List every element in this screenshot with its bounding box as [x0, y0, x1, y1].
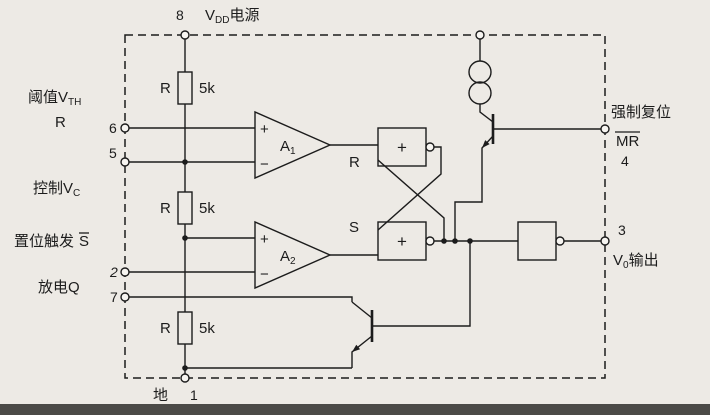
wire-cs-collector: [479, 104, 494, 123]
pin1-terminal: [180, 373, 190, 383]
resistor-r3-name: R: [160, 320, 171, 337]
a2-name: A2: [280, 248, 296, 267]
resistor-r1-value: 5k: [199, 80, 215, 97]
output-inverter-bubble: [555, 236, 565, 246]
current-source-bottom-circle: [468, 81, 492, 105]
ff-s-input-label: S: [349, 219, 359, 236]
wire-discharge: [129, 296, 353, 302]
pin1-number: 1: [190, 387, 198, 403]
ground-label: 地: [153, 387, 168, 404]
pin8-terminal: [180, 30, 190, 40]
wire-reset-emitter: [454, 135, 494, 241]
trigger-label: 置位触发: [14, 233, 74, 250]
scan-edge: [0, 404, 710, 415]
pin2-number: 2: [109, 264, 118, 280]
resistor-r1: [177, 71, 193, 105]
pin5-terminal: [120, 157, 130, 167]
a1-minus-sign: −: [260, 156, 269, 173]
ff-gate-r-symbol: +: [397, 138, 407, 157]
threshold-label: 阈值VTH: [28, 89, 81, 108]
resistor-r1-name: R: [160, 80, 171, 97]
reset-transistor-emitter-arrow: [482, 140, 490, 148]
pin6-number: 6: [109, 120, 117, 136]
comparator-a2: [254, 220, 332, 290]
wire-cross-2: [377, 159, 445, 241]
wires: [129, 39, 601, 374]
ic-package-outline: [124, 34, 606, 379]
wire-q2-emitter: [351, 335, 373, 368]
wire-cross-1: [377, 146, 442, 231]
resistor-r2-name: R: [160, 200, 171, 217]
a1-name: A1: [280, 138, 296, 157]
vdd-label: VDD电源: [205, 7, 259, 26]
pin2-terminal: [120, 267, 130, 277]
output-label: V0输出: [613, 252, 659, 271]
discharge-label: 放电Q: [38, 279, 80, 296]
ff-gate-s-bubble: [425, 236, 435, 246]
a2-plus-sign: +: [260, 231, 269, 248]
threshold-r-label: R: [55, 114, 66, 131]
junction-dots: [182, 159, 473, 371]
pin8-number: 8: [176, 7, 184, 23]
reset-mr-label: MR: [616, 133, 639, 150]
discharge-transistor-emitter-arrow: [352, 344, 361, 352]
vdd-internal-terminal: [475, 30, 485, 40]
resistor-r3: [177, 311, 193, 345]
resistor-r2: [177, 191, 193, 225]
pin3-terminal: [600, 236, 610, 246]
pin-terminals: [120, 30, 610, 383]
pin3-number: 3: [618, 222, 626, 238]
resistor-r3-value: 5k: [199, 320, 215, 337]
wire-q2-collector: [351, 301, 373, 319]
pin5-number: 5: [109, 145, 117, 161]
control-label: 控制VC: [33, 180, 80, 199]
pin4-terminal: [600, 124, 610, 134]
a2-minus-sign: −: [260, 266, 269, 283]
ff-r-input-label: R: [349, 154, 360, 171]
trigger-s-label: S: [79, 233, 89, 250]
ff-gate-s-symbol: +: [397, 232, 407, 251]
a1-plus-sign: +: [260, 121, 269, 138]
pin6-terminal: [120, 123, 130, 133]
output-inverter: [517, 221, 557, 261]
wire-discharge-base: [372, 241, 471, 327]
current-source-top-circle: [468, 60, 492, 84]
pin4-number: 4: [621, 153, 629, 169]
reset-label: 强制复位: [611, 103, 671, 121]
pin7-number: 7: [110, 289, 118, 305]
ff-gate-r-bubble: [425, 142, 435, 152]
pin7-terminal: [120, 292, 130, 302]
resistor-r2-value: 5k: [199, 200, 215, 217]
comparator-a1: [254, 110, 332, 180]
